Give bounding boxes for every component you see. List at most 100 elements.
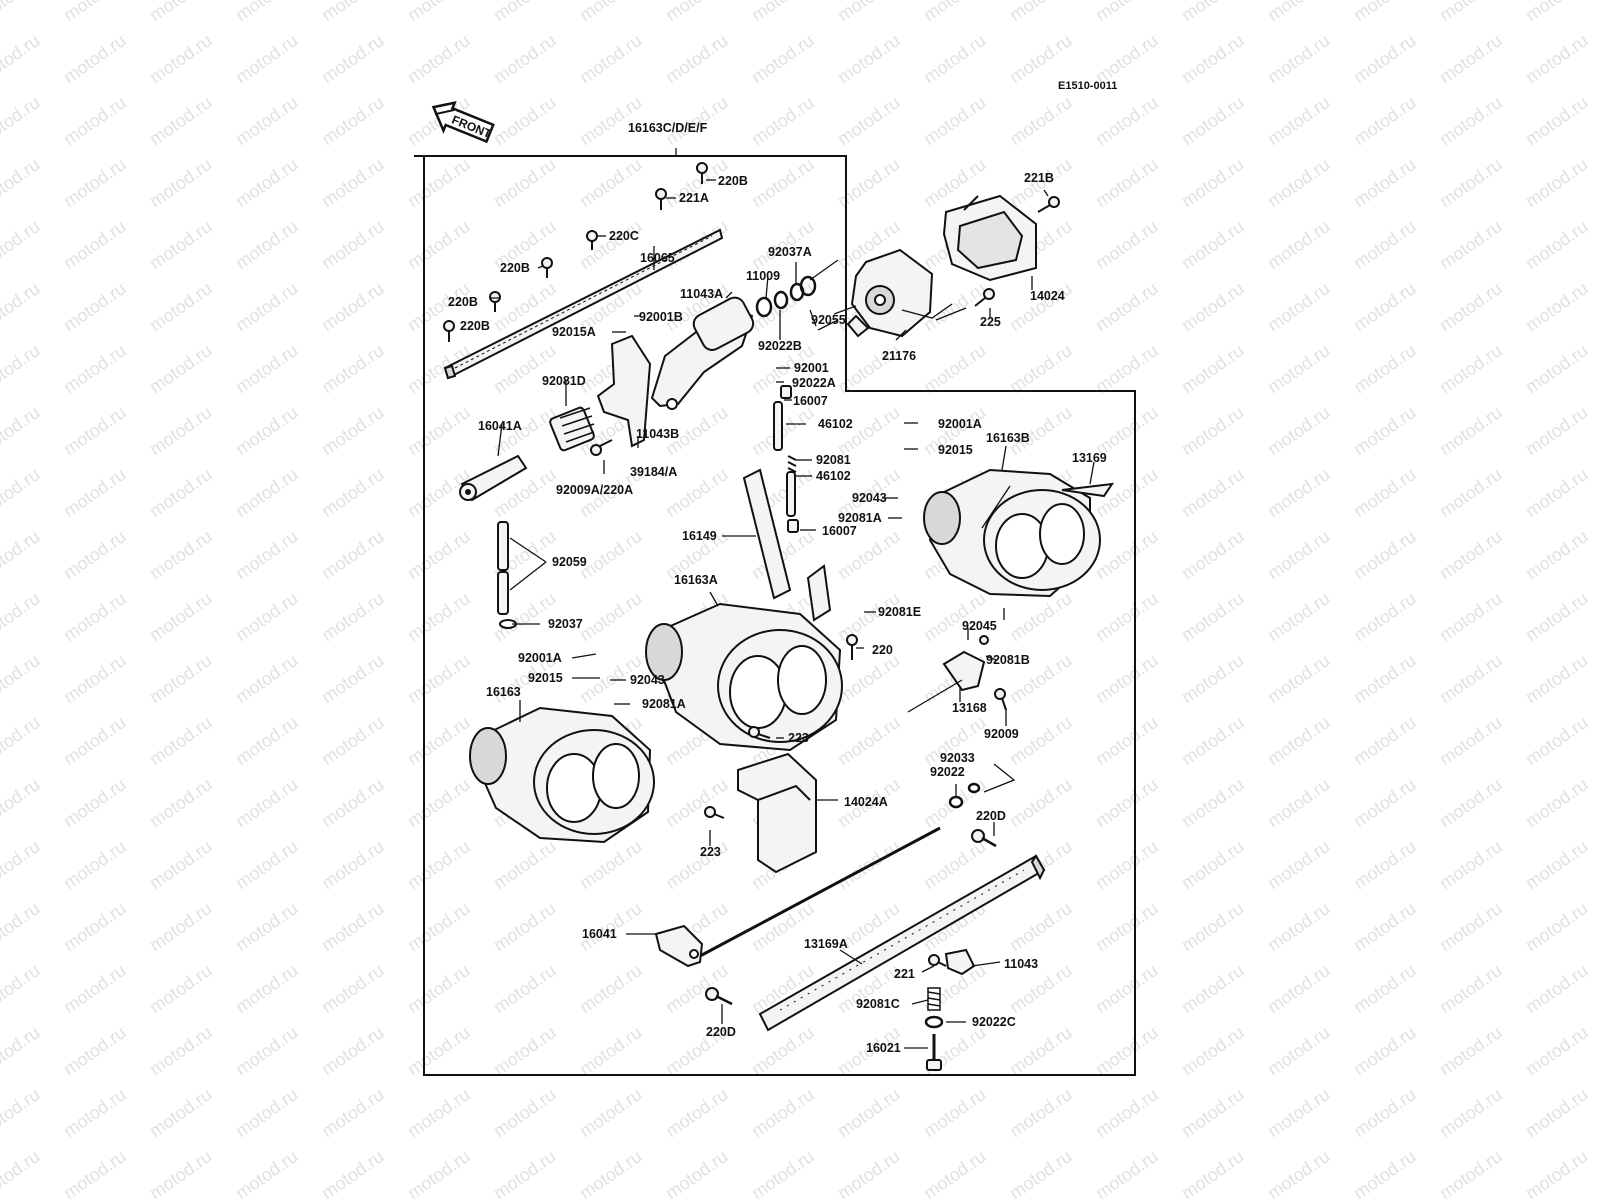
- spring-92081d: [549, 406, 595, 452]
- watermark-text: motod.ru: [0, 92, 43, 149]
- watermark-text: motod.ru: [662, 1084, 732, 1141]
- diagram-code: E1510-0011: [1058, 80, 1118, 92]
- watermark-text: motod.ru: [1264, 0, 1334, 25]
- part-number-label: 92001A: [938, 417, 982, 431]
- part-number-label: 92059: [552, 555, 587, 569]
- watermark-text: motod.ru: [1092, 650, 1162, 707]
- watermark-text: motod.ru: [0, 464, 43, 521]
- watermark-text: motod.ru: [1436, 92, 1506, 149]
- watermark-text: motod.ru: [1436, 712, 1506, 769]
- part-number-label: 92015A: [552, 325, 596, 339]
- watermark-text: motod.ru: [1264, 154, 1334, 211]
- watermark-text: motod.ru: [1350, 836, 1420, 893]
- part-number-label: 92081E: [878, 605, 921, 619]
- watermark-text: motod.ru: [60, 278, 130, 335]
- watermark-text: motod.ru: [404, 30, 474, 87]
- ring-icons: [755, 275, 817, 318]
- watermark-text: motod.ru: [1436, 340, 1506, 397]
- watermark-text: motod.ru: [1350, 278, 1420, 335]
- watermark-text: motod.ru: [920, 92, 990, 149]
- watermark-text: motod.ru: [1522, 340, 1592, 397]
- watermark-text: motod.ru: [1006, 30, 1076, 87]
- watermark-text: motod.ru: [146, 0, 216, 25]
- watermark-text: motod.ru: [1178, 650, 1248, 707]
- watermark-text: motod.ru: [146, 278, 216, 335]
- watermark-text: motod.ru: [0, 1022, 43, 1079]
- watermark-text: motod.ru: [0, 154, 43, 211]
- watermark-text: motod.ru: [490, 1022, 560, 1079]
- watermark-text: motod.ru: [1436, 650, 1506, 707]
- watermark-text: motod.ru: [146, 588, 216, 645]
- part-number-label: 225: [980, 315, 1001, 329]
- watermark-text: motod.ru: [1264, 588, 1334, 645]
- watermark-text: motod.ru: [146, 402, 216, 459]
- watermark-text: motod.ru: [318, 1084, 388, 1141]
- part-number-label: 92001: [794, 361, 829, 375]
- pipes: [742, 385, 799, 600]
- part-number-label: 92055: [811, 313, 846, 327]
- watermark-text: motod.ru: [1350, 898, 1420, 955]
- watermark-text: motod.ru: [1178, 464, 1248, 521]
- watermark-text: motod.ru: [1264, 960, 1334, 1017]
- watermark-text: motod.ru: [1436, 588, 1506, 645]
- part-number-label: 92022: [930, 765, 965, 779]
- watermark-text: motod.ru: [1522, 774, 1592, 831]
- watermark-text: motod.ru: [1522, 154, 1592, 211]
- part-number-label: 16163A: [674, 573, 718, 587]
- watermark-text: motod.ru: [404, 774, 474, 831]
- watermark-text: motod.ru: [490, 154, 560, 211]
- watermark-text: motod.ru: [404, 1146, 474, 1200]
- watermark-text: motod.ru: [576, 1146, 646, 1200]
- part-number-label: 221: [894, 967, 915, 981]
- watermark-text: motod.ru: [1092, 526, 1162, 583]
- cover-14024: [942, 194, 1037, 282]
- watermark-text: motod.ru: [146, 960, 216, 1017]
- part-number-label: 220B: [460, 319, 490, 333]
- throttle-sensor-21176: [846, 248, 934, 338]
- watermark-text: motod.ru: [146, 774, 216, 831]
- watermark-text: motod.ru: [834, 92, 904, 149]
- watermark-text: motod.ru: [318, 712, 388, 769]
- watermark-text: motod.ru: [1264, 898, 1334, 955]
- watermark-text: motod.ru: [232, 1084, 302, 1141]
- watermark-text: motod.ru: [1092, 216, 1162, 273]
- leader-lines: [490, 148, 1095, 1049]
- watermark-text: motod.ru: [318, 650, 388, 707]
- watermark-text: motod.ru: [146, 898, 216, 955]
- watermark-text: motod.ru: [490, 836, 560, 893]
- watermark-text: motod.ru: [1264, 774, 1334, 831]
- watermark-text: motod.ru: [834, 650, 904, 707]
- watermark-text: motod.ru: [576, 1084, 646, 1141]
- watermark-text: motod.ru: [146, 1022, 216, 1079]
- part-number-label: 16149: [682, 529, 717, 543]
- watermark-text: motod.ru: [748, 1084, 818, 1141]
- watermark-text: motod.ru: [60, 0, 130, 25]
- watermark-text: motod.ru: [1522, 526, 1592, 583]
- watermark-text: motod.ru: [1264, 836, 1334, 893]
- watermark-text: motod.ru: [1436, 774, 1506, 831]
- watermark-text: motod.ru: [662, 960, 732, 1017]
- watermark-text: motod.ru: [60, 1146, 130, 1200]
- part-number-label: 92081A: [838, 511, 882, 525]
- part-number-label: 220B: [718, 174, 748, 188]
- watermark-text: motod.ru: [60, 712, 130, 769]
- watermark-text: motod.ru: [662, 0, 732, 25]
- watermark-text: motod.ru: [318, 774, 388, 831]
- watermark-text: motod.ru: [1264, 92, 1334, 149]
- watermark-text: motod.ru: [1350, 402, 1420, 459]
- watermark-text: motod.ru: [60, 836, 130, 893]
- watermark-text: motod.ru: [1092, 1022, 1162, 1079]
- part-number-label: 16163B: [986, 431, 1030, 445]
- watermark-text: motod.ru: [0, 340, 43, 397]
- watermark-text: motod.ru: [146, 92, 216, 149]
- watermark-text: motod.ru: [146, 154, 216, 211]
- throttle-body-16163b: [923, 468, 1115, 598]
- watermark-text: motod.ru: [1264, 526, 1334, 583]
- watermark-text: motod.ru: [748, 0, 818, 25]
- watermark-text: motod.ru: [318, 340, 388, 397]
- part-labels: 16163C/D/E/F220B221A220C16065220B220B220…: [448, 121, 1107, 1055]
- watermark-text: motod.ru: [1436, 30, 1506, 87]
- watermark-text: motod.ru: [1436, 836, 1506, 893]
- part-number-label: 221B: [1024, 171, 1054, 185]
- watermark-text: motod.ru: [1178, 278, 1248, 335]
